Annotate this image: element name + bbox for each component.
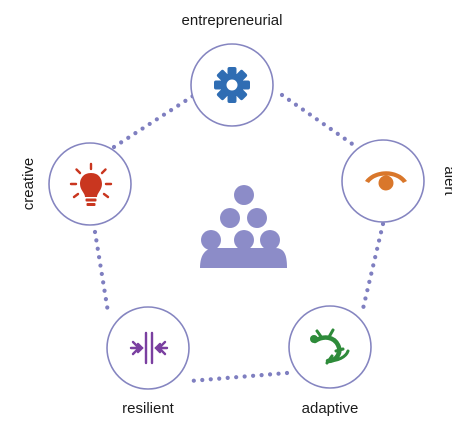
label-adaptive: adaptive (302, 400, 359, 417)
connector-resilient-creative (92, 229, 111, 315)
node-resilient[interactable]: resilient (106, 306, 190, 417)
node-circle (288, 305, 372, 389)
label-creative: creative (20, 158, 37, 211)
connector-entrepreneurial-alert (279, 92, 361, 151)
connector-creative-entrepreneurial (111, 91, 199, 150)
connector-adaptive-resilient (187, 370, 290, 384)
group-people-icon (200, 185, 287, 268)
compress-arrows-icon (129, 331, 169, 365)
node-entrepreneurial[interactable]: entrepreneurial (182, 12, 283, 127)
dotted-connectors (92, 91, 386, 384)
node-creative[interactable]: creative (20, 142, 132, 226)
lightbulb-icon (69, 162, 113, 206)
label-entrepreneurial: entrepreneurial (182, 12, 283, 29)
label-resilient: resilient (122, 400, 175, 417)
gear-icon (214, 67, 250, 103)
label-alert: alert (441, 166, 452, 196)
lizard-icon (310, 328, 350, 365)
node-adaptive[interactable]: adaptive (288, 305, 372, 417)
node-circle (106, 306, 190, 390)
node-alert[interactable]: alert (341, 139, 452, 223)
eye-icon (365, 171, 407, 191)
connector-alert-adaptive (359, 221, 386, 316)
